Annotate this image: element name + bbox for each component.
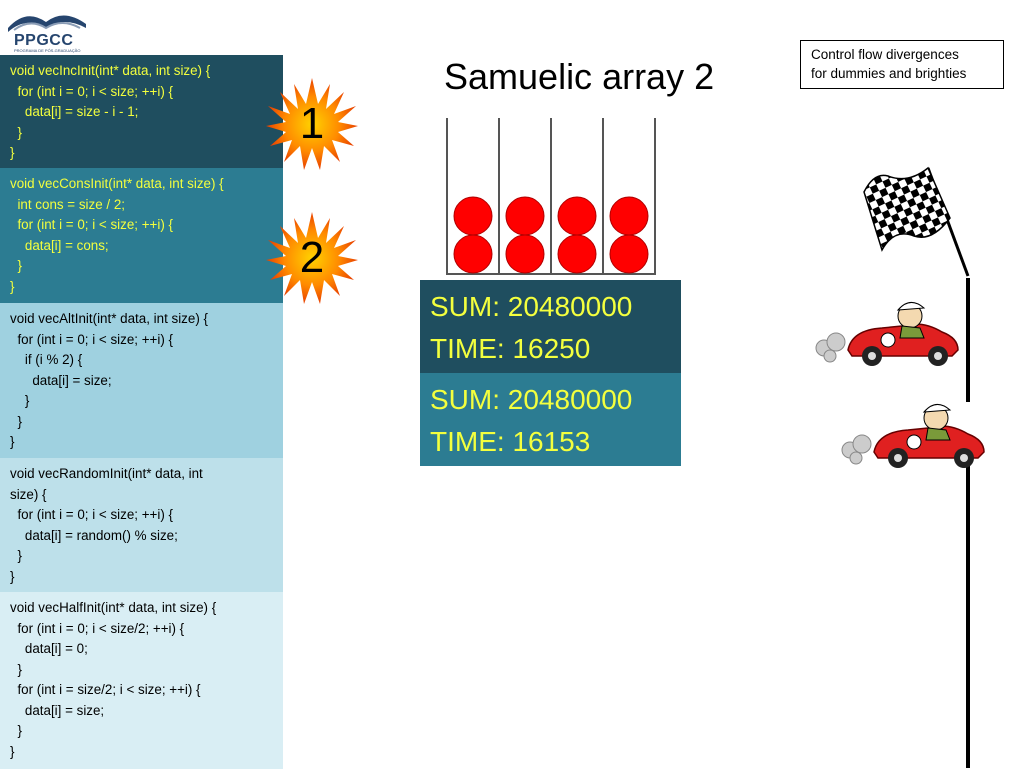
slide-title: Samuelic array 2 (444, 56, 715, 97)
slide-note-text: Control flow divergences for dummies and… (811, 47, 967, 81)
badge-1-label: 1 (299, 99, 325, 148)
code-block-random: void vecRandomInit(int* data, int size) … (0, 458, 283, 592)
ball-tubes (440, 116, 664, 278)
result-1-time: TIME: 16250 (430, 333, 591, 364)
ppgcc-logo: PPGCC PROGRAMA DE PÓS-GRADUAÇÃO (6, 4, 88, 54)
code-block-inc: void vecIncInit(int* data, int size) { f… (0, 55, 283, 168)
result-1-sum: SUM: 20480000 (430, 291, 633, 322)
starburst-icon (266, 78, 358, 170)
track-line-upper (966, 278, 970, 402)
race-car-icon (838, 400, 988, 470)
red-ball-icon (609, 196, 649, 236)
slide-note: Control flow divergences for dummies and… (800, 40, 1004, 89)
red-ball-icon (453, 234, 493, 274)
code-block-half: void vecHalfInit(int* data, int size) { … (0, 592, 283, 769)
red-ball-icon (557, 196, 597, 236)
red-ball-icon (505, 234, 545, 274)
tubes-graphic (446, 118, 656, 275)
logo-subtitle: PROGRAMA DE PÓS-GRADUAÇÃO (14, 48, 81, 53)
race-car-icon (812, 298, 962, 368)
starburst-icon (266, 212, 358, 304)
red-ball-icon (557, 234, 597, 274)
badge-2: 2 (264, 210, 360, 306)
result-box-2: SUM: 20480000 TIME: 16153 (420, 373, 681, 466)
code-column: void vecIncInit(int* data, int size) { f… (0, 55, 283, 769)
code-block-alt: void vecAltInit(int* data, int size) { f… (0, 303, 283, 458)
code-block-cons: void vecConsInit(int* data, int size) { … (0, 168, 283, 303)
result-2-sum: SUM: 20480000 (430, 384, 633, 415)
red-ball-icon (609, 234, 649, 274)
checkered-flag-icon (858, 162, 978, 282)
logo-title: PPGCC (14, 32, 74, 49)
red-ball-icon (505, 196, 545, 236)
red-ball-icon (453, 196, 493, 236)
badge-2-label: 2 (299, 233, 325, 282)
result-box-1: SUM: 20480000 TIME: 16250 (420, 280, 681, 373)
badge-1: 1 (264, 76, 360, 172)
track-line-lower (966, 466, 970, 768)
result-2-time: TIME: 16153 (430, 426, 591, 457)
ppgcc-logo-icon (8, 15, 86, 32)
